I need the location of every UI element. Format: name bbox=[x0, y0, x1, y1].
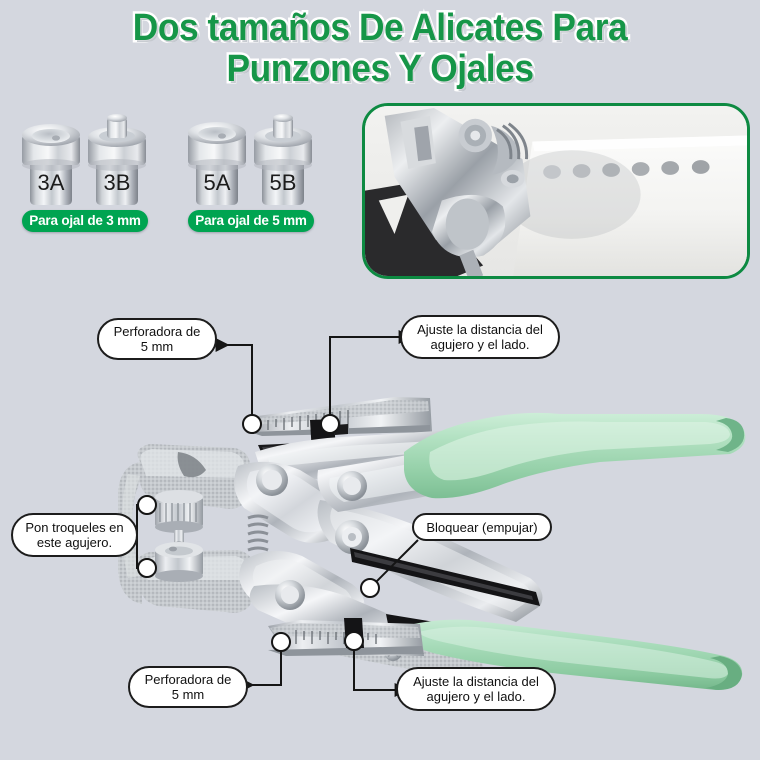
badge-5mm: Para ojal de 5 mm bbox=[188, 210, 314, 232]
callout-punch-top-line2: 5 mm bbox=[140, 339, 174, 354]
punch-pin bbox=[174, 530, 184, 544]
anchor-lock bbox=[360, 578, 380, 598]
die-5b bbox=[254, 114, 312, 205]
leader-adjust-bottom bbox=[353, 648, 409, 697]
callout-punch-top-line1: Perforadora de bbox=[113, 324, 201, 339]
callout-adjust-bottom[interactable]: Ajuste la distancia del agujero y el lad… bbox=[396, 667, 556, 711]
leader-punch-bottom bbox=[240, 642, 282, 692]
callout-punch-bottom-line1: Perforadora de bbox=[144, 672, 232, 687]
callout-adjust-bottom-line2: agujero y el lado. bbox=[426, 689, 526, 704]
die-3a bbox=[22, 124, 80, 205]
callout-adjust-top-line2: agujero y el lado. bbox=[430, 337, 530, 352]
anchor-adjust-top bbox=[320, 414, 340, 434]
callout-adjust-bottom-line1: Ajuste la distancia del bbox=[413, 674, 539, 689]
lower-green-handle bbox=[398, 619, 743, 690]
anchor-die-lower bbox=[137, 558, 157, 578]
anchor-adjust-bottom bbox=[344, 631, 364, 651]
callout-adjust-top-line1: Ajuste la distancia del bbox=[417, 322, 543, 337]
callout-punch-top[interactable]: Perforadora de 5 mm bbox=[97, 318, 217, 360]
anchor-die-upper bbox=[137, 495, 157, 515]
anchor-punch-bottom bbox=[271, 632, 291, 652]
lower-die-holder bbox=[155, 542, 203, 582]
lower-black-strip bbox=[350, 548, 540, 606]
callout-punch-bottom-line2: 5 mm bbox=[171, 687, 205, 702]
callout-anchor-dots bbox=[137, 414, 380, 652]
rivets bbox=[256, 464, 369, 610]
product-photo bbox=[362, 103, 750, 279]
callout-adjust-top[interactable]: Ajuste la distancia del agujero y el lad… bbox=[400, 315, 560, 359]
leader-punch-top bbox=[215, 338, 253, 424]
photo-scene bbox=[365, 106, 747, 276]
upper-green-handle bbox=[404, 412, 746, 499]
punched-holes bbox=[543, 160, 710, 179]
photo-tool-head bbox=[384, 107, 531, 276]
callout-die-hole[interactable]: Pon troqueles en este agujero. bbox=[11, 513, 138, 557]
badge-3mm: Para ojal de 3 mm bbox=[22, 210, 148, 232]
leader-lock bbox=[369, 539, 419, 589]
callout-die-hole-line2: este agujero. bbox=[36, 535, 113, 550]
callout-die-hole-line1: Pon troqueles en bbox=[25, 520, 124, 535]
callout-punch-bottom[interactable]: Perforadora de 5 mm bbox=[128, 666, 248, 708]
anchor-punch-top bbox=[242, 414, 262, 434]
die-3b bbox=[88, 114, 146, 205]
callout-lock[interactable]: Bloquear (empujar) bbox=[412, 513, 552, 541]
die-5a bbox=[188, 122, 246, 205]
return-spring bbox=[247, 514, 269, 552]
leader-adjust-top bbox=[329, 330, 413, 424]
callout-lock-line1: Bloquear (empujar) bbox=[426, 519, 538, 535]
